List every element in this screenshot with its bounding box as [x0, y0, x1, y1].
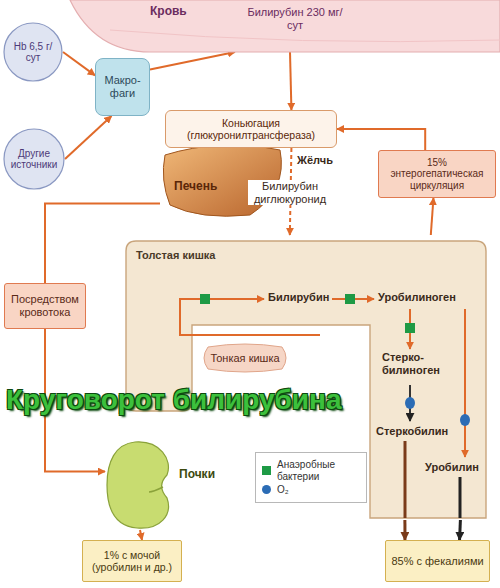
organ-label: Уробилин — [425, 461, 479, 474]
flow-arrow — [140, 530, 142, 540]
node-label: Почки — [179, 468, 215, 482]
node-label: Тонкая кишка — [210, 352, 279, 365]
cell-box: Макро- фаги — [95, 58, 150, 116]
legend-text: Анаэробные бактерии — [277, 459, 360, 482]
legend-text: O₂ — [277, 484, 289, 496]
organ-label: Жёлчь — [297, 154, 333, 167]
node-label: 15% энтерогепатическая циркуляция — [384, 157, 490, 192]
node-label: Кровь — [150, 5, 187, 19]
node-label: Коньюгация (глюкуронилтрансфераза) — [171, 117, 331, 141]
node-label: 1% с мочой (уробилин и др.) — [88, 549, 176, 573]
bacteria-symbol — [200, 294, 210, 304]
legend-box: Анаэробные бактерииO₂ — [255, 452, 367, 503]
organ-label: Билирубин — [268, 291, 329, 304]
flow-arrow — [290, 52, 291, 110]
process-box: Коньюгация (глюкуронилтрансфераза) — [165, 110, 337, 148]
legend-swatch — [262, 466, 271, 475]
bacteria-symbol — [345, 294, 355, 304]
node-label: Hb 6,5 г/сут — [10, 41, 56, 64]
flow-arrow — [431, 198, 434, 235]
source-circle: Hb 6,5 г/сут — [3, 22, 63, 82]
node-label: Макро- фаги — [101, 74, 144, 99]
kidney-organ-shape — [105, 440, 230, 530]
pathway-arrow — [180, 299, 320, 335]
note-box: 15% энтерогепатическая циркуляция — [378, 150, 496, 198]
node-label: Толстая кишка — [136, 249, 215, 262]
node-label: Билирубин 230 мг/сут — [245, 6, 345, 31]
output-box: 85% с фекалиями — [385, 540, 490, 582]
small-intestine: Тонкая кишка — [200, 343, 290, 373]
pathway-arrow — [404, 441, 407, 518]
pathway-arrow — [464, 309, 466, 457]
bacteria-symbol — [405, 323, 415, 333]
node-label: 85% с фекалиями — [391, 555, 483, 568]
organ-label: Стеркобилин — [376, 425, 448, 438]
output-box: 1% с мочой (уробилин и др.) — [82, 540, 182, 582]
pathway-arrow — [459, 477, 462, 518]
flow-arrow — [403, 520, 406, 540]
organ-label: Стерко- билиноген — [382, 351, 448, 376]
node-label: Другие источники — [8, 148, 60, 171]
node-label: Печень — [174, 180, 217, 194]
kidney-organ: Почки — [105, 440, 230, 530]
flow-arrow — [65, 116, 112, 159]
legend-swatch — [262, 485, 271, 494]
node-label: Посредством кровотока — [10, 293, 80, 318]
oxygen-symbol — [405, 397, 415, 409]
flow-arrow — [63, 52, 95, 75]
organ-label: Уробилиноген — [378, 291, 456, 304]
flow-arrow — [150, 52, 235, 70]
organ-label: Билирубин диглюкуронид — [248, 180, 332, 205]
flow-arrow — [458, 520, 462, 540]
legend-row: Анаэробные бактерии — [262, 459, 360, 482]
flow-arrow — [337, 129, 425, 150]
oxygen-symbol — [460, 414, 470, 426]
blood-band: Кровь Билирубин 230 мг/сут — [0, 0, 500, 52]
note-box: Посредством кровотока — [4, 283, 86, 329]
source-circle: Другие источники — [3, 128, 65, 190]
legend-row: O₂ — [262, 484, 360, 496]
diagram-title: Круговорот билирубина — [6, 384, 342, 416]
